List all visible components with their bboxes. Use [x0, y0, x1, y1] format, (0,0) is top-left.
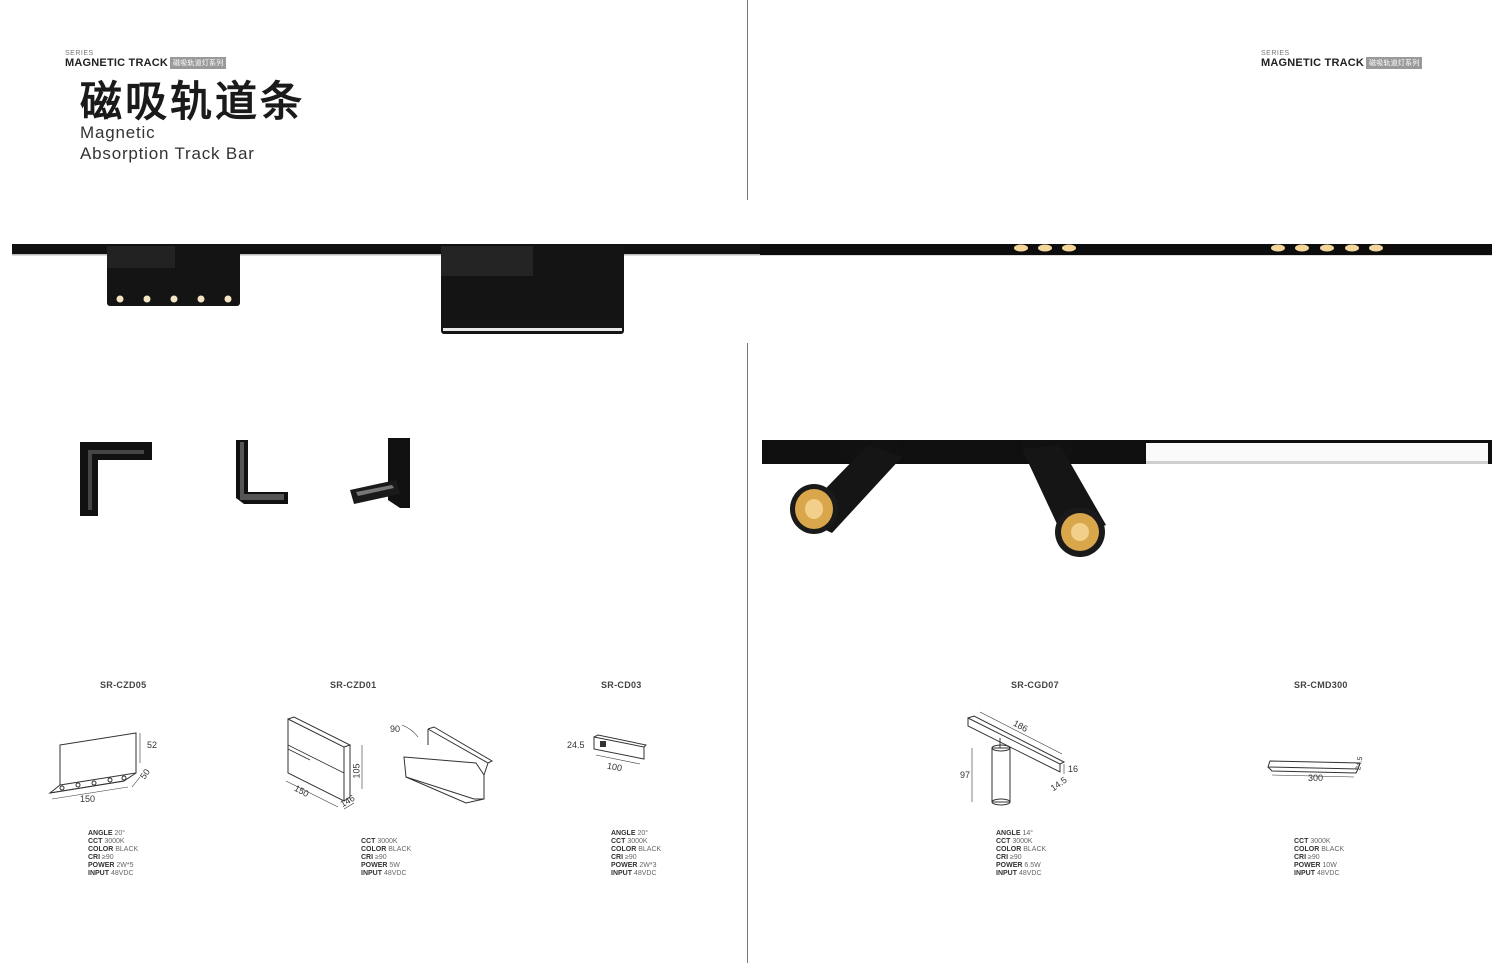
- page-title-cn: 磁吸轨道条: [80, 77, 306, 126]
- series-tag: 磁吸轨道灯系列: [1366, 57, 1423, 69]
- spec-list-sr-czd01: CCT 3000K COLOR BLACK CRI ≥90 POWER 5W I…: [361, 838, 411, 878]
- spec-row: INPUT 48VDC: [88, 870, 134, 877]
- page-title-en-line1: Magnetic: [80, 123, 156, 142]
- connector-photo: [80, 438, 410, 516]
- series-name-text: MAGNETIC TRACK: [65, 57, 169, 69]
- dim-label: 52: [147, 740, 158, 750]
- product-model-sr-cmd300: SR-CMD300: [1294, 680, 1348, 690]
- dimension-drawing-sr-czd05: [48, 732, 141, 800]
- spec-row: CCT 3000K: [1294, 838, 1331, 845]
- connector-l-angled: [350, 438, 410, 508]
- connector-l-flat: [80, 442, 152, 516]
- spotlight-photo: [762, 440, 1492, 557]
- inline-light-cluster-1: [1014, 244, 1076, 252]
- connector-l-vertical: [236, 440, 288, 504]
- dim-label: 150: [80, 794, 96, 804]
- series-label: SERIES: [1261, 50, 1290, 57]
- spec-row: CCT 3000K: [996, 838, 1033, 845]
- product-model-sr-czd01: SR-CZD01: [330, 680, 377, 690]
- spec-row: INPUT 48VDC: [996, 870, 1042, 877]
- page-title-en: Magnetic Absorption Track Bar: [80, 122, 255, 164]
- page-divider-top: [747, 0, 748, 200]
- spec-row: POWER 10W: [1294, 862, 1337, 869]
- page-divider-bottom: [747, 343, 748, 963]
- series-label: SERIES: [65, 50, 94, 57]
- series-tag: 磁吸轨道灯系列: [170, 57, 227, 69]
- track-light-fixture-1: [107, 246, 240, 306]
- spec-row: ANGLE 20°: [88, 830, 126, 837]
- spec-row: COLOR BLACK: [611, 846, 662, 853]
- spec-list-sr-cmd300: CCT 3000K COLOR BLACK CRI ≥90 POWER 10W …: [1294, 838, 1344, 878]
- spec-row: POWER 2W*5: [88, 862, 134, 869]
- dimension-drawing-sr-cgd07: [967, 711, 1066, 806]
- track-light-fixture-2: [441, 246, 624, 334]
- spec-row: CRI ≥90: [996, 854, 1022, 861]
- dim-label: 24.5: [567, 740, 585, 750]
- spec-row: POWER 6.5W: [996, 862, 1041, 869]
- product-model-sr-cgd07: SR-CGD07: [1011, 680, 1059, 690]
- spec-list-sr-cd03: ANGLE 20° CCT 3000K COLOR BLACK CRI ≥90 …: [611, 830, 661, 878]
- spec-row: CCT 3000K: [361, 838, 398, 845]
- spec-row: ANGLE 14°: [996, 830, 1034, 837]
- spec-row: INPUT 48VDC: [1294, 870, 1340, 877]
- spec-row: INPUT 48VDC: [611, 870, 657, 877]
- spec-row: CRI ≥90: [611, 854, 637, 861]
- spec-row: ANGLE 20°: [611, 830, 649, 837]
- spec-row: POWER 5W: [361, 862, 400, 869]
- spec-row: CRI ≥90: [361, 854, 387, 861]
- spec-list-sr-czd05: ANGLE 20° CCT 3000K COLOR BLACK CRI ≥90 …: [88, 830, 138, 878]
- spec-row: INPUT 48VDC: [361, 870, 407, 877]
- spec-row: CCT 3000K: [611, 838, 648, 845]
- inline-light-cluster-2: [1271, 244, 1383, 252]
- spec-list-sr-cgd07: ANGLE 14° CCT 3000K COLOR BLACK CRI ≥90 …: [996, 830, 1046, 878]
- dim-label: 90: [390, 724, 401, 734]
- dimension-drawing-sr-cmd300: [1267, 760, 1361, 778]
- spotlight-1: [790, 440, 902, 534]
- product-model-sr-czd05: SR-CZD05: [100, 680, 147, 690]
- spec-row: COLOR BLACK: [1294, 846, 1345, 853]
- dim-label: 16: [1068, 764, 1079, 774]
- dimension-drawing-sr-czd01: [285, 716, 494, 810]
- spec-row: POWER 2W*3: [611, 862, 657, 869]
- spec-row: COLOR BLACK: [361, 846, 412, 853]
- dim-label: 300: [1308, 773, 1324, 783]
- product-model-sr-cd03: SR-CD03: [601, 680, 642, 690]
- series-name-text: MAGNETIC TRACK: [1261, 57, 1365, 69]
- spec-row: CRI ≥90: [1294, 854, 1320, 861]
- dim-label: 105: [351, 763, 362, 779]
- page-title-en-line2: Absorption Track Bar: [80, 144, 255, 163]
- spec-row: CRI ≥90: [88, 854, 114, 861]
- dimension-drawing-sr-cd03: [593, 734, 648, 765]
- track-light-photo: [12, 244, 1492, 334]
- dim-label: 100: [606, 760, 623, 774]
- spotlight-2: [1022, 440, 1106, 557]
- spec-row: COLOR BLACK: [996, 846, 1047, 853]
- spec-row: CCT 3000K: [88, 838, 125, 845]
- spec-row: COLOR BLACK: [88, 846, 139, 853]
- dim-label: 97: [960, 770, 971, 780]
